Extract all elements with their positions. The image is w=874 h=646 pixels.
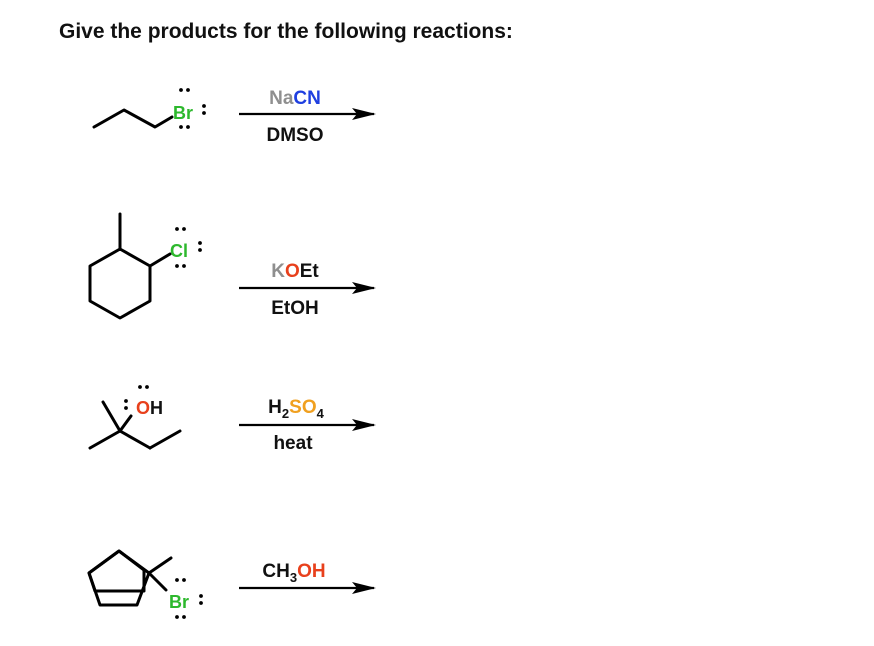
reagent-above-arrow-2: KOEt <box>271 261 319 282</box>
chloro-bond <box>148 252 172 268</box>
reagent-fragment: Et <box>300 261 320 282</box>
hydroxyl-group-label: OH <box>136 398 163 418</box>
oxygen-symbol: O <box>136 398 150 418</box>
reagent-above-arrow-3: H2SO4 <box>268 397 324 421</box>
chlorine-atom-label: Cl <box>170 241 188 261</box>
reagent-fragment: CH <box>262 561 289 582</box>
reagent-subscript: 2 <box>282 406 289 421</box>
reagent-fragment: O <box>285 261 300 282</box>
reagent-fragment: K <box>271 261 285 282</box>
reaction-4: Br CH3OH <box>87 549 376 619</box>
oxygen-lone-pairs <box>124 385 149 410</box>
reagent-fragment: SO <box>289 397 316 418</box>
bromine-atom-label: Br <box>173 103 193 123</box>
reaction-1: Br NaCN DMSO <box>92 88 376 146</box>
reagent-above-arrow-4: CH3OH <box>262 561 325 585</box>
methyl-bond <box>147 556 173 575</box>
reagent-fragment: CN <box>293 88 320 109</box>
cyclopentane-ring-outline <box>87 549 151 607</box>
reagent-above-arrow-1: NaCN <box>269 88 321 109</box>
bromo-bond <box>147 571 168 592</box>
propyl-chain-bonds <box>92 108 174 129</box>
reagent-subscript: 3 <box>290 570 297 585</box>
bromine-atom-label: Br <box>169 592 189 612</box>
reaction-2: Cl KOEt EtOH <box>88 212 376 320</box>
cyclohexane-ring <box>88 247 152 320</box>
reagent-below-arrow-3: heat <box>273 433 313 454</box>
reagent-fragment: OH <box>297 561 326 582</box>
chlorine-lone-pairs <box>175 227 202 268</box>
bromine-lone-pairs <box>179 88 206 129</box>
bromine-lone-pairs <box>175 578 203 619</box>
cyclopentane-ring <box>87 549 146 593</box>
reagent-below-arrow-2: EtOH <box>271 298 319 319</box>
tertiary-alcohol-bonds <box>88 400 182 450</box>
hydrogen-symbol: H <box>150 398 163 418</box>
worksheet-title: Give the products for the following reac… <box>59 20 513 43</box>
reagent-fragment: Na <box>269 88 294 109</box>
reagent-fragment: H <box>268 397 282 418</box>
reagent-below-arrow-1: DMSO <box>267 125 324 146</box>
reaction-3: OH H2SO4 heat <box>88 385 376 454</box>
reagent-subscript: 4 <box>317 406 325 421</box>
